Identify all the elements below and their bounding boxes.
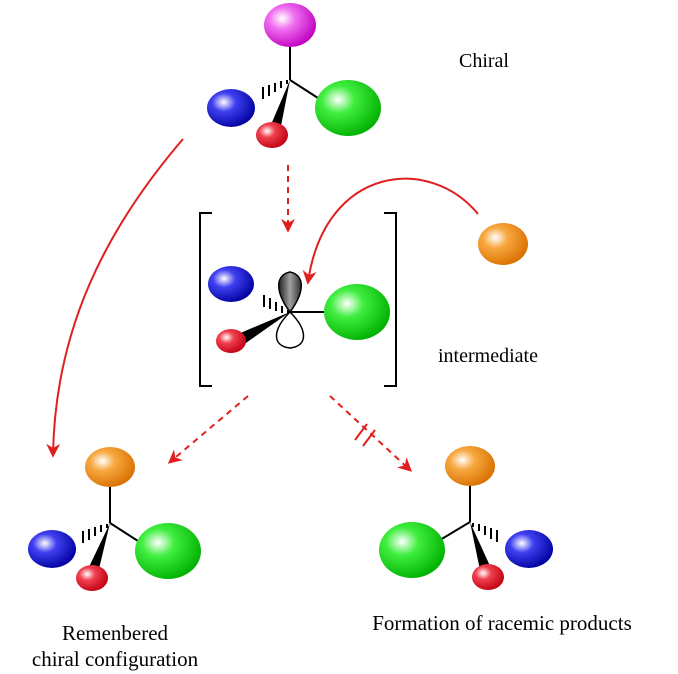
bond-right <box>289 79 319 99</box>
retained-label-line1: Remenbered <box>62 621 169 645</box>
wedge-bond <box>238 312 290 345</box>
green-sphere <box>324 284 390 340</box>
bond-left <box>439 521 471 541</box>
p-orbital-bottom-lobe <box>275 310 305 349</box>
wedge-bond <box>88 523 110 573</box>
red-sphere <box>472 564 504 590</box>
blue-sphere <box>208 266 254 302</box>
p-orbital-top-lobe <box>278 271 302 314</box>
hashed-bond <box>262 80 288 99</box>
dashed-arrow-right <box>329 395 413 472</box>
orange-sphere <box>445 446 495 486</box>
green-sphere <box>379 522 445 578</box>
magenta-sphere <box>264 3 316 47</box>
chiral-molecule <box>207 3 381 148</box>
green-sphere <box>135 523 201 579</box>
wedge-bond <box>470 522 490 570</box>
chiral-label: Chiral <box>459 50 509 72</box>
retained-label-line2: chiral configuration <box>32 647 199 671</box>
red-sphere <box>216 329 246 353</box>
retention-arrow <box>46 138 184 458</box>
wedge-bond <box>270 80 290 131</box>
racemic-product <box>379 446 553 590</box>
green-sphere <box>315 80 381 136</box>
dashed-arrow-left <box>167 395 249 464</box>
intermediate <box>199 212 397 387</box>
red-sphere <box>256 122 288 148</box>
red-sphere <box>76 565 108 591</box>
blocked-mark <box>354 423 376 447</box>
blue-sphere <box>207 89 255 127</box>
blue-sphere <box>505 530 553 568</box>
left-bracket <box>199 212 212 387</box>
orange-sphere <box>85 447 135 487</box>
hashed-bond <box>472 523 498 542</box>
bond-right <box>109 522 139 542</box>
blue-sphere <box>28 530 76 568</box>
orange-nucleophile-sphere <box>478 223 528 265</box>
hashed-bond <box>82 524 108 543</box>
retained-product <box>28 447 201 591</box>
right-bracket <box>384 212 397 387</box>
intermediate-label: intermediate <box>438 345 538 367</box>
racemic-label: Formation of racemic products <box>372 611 632 635</box>
hashed-bond <box>263 295 289 314</box>
attack-arrow <box>302 177 479 285</box>
